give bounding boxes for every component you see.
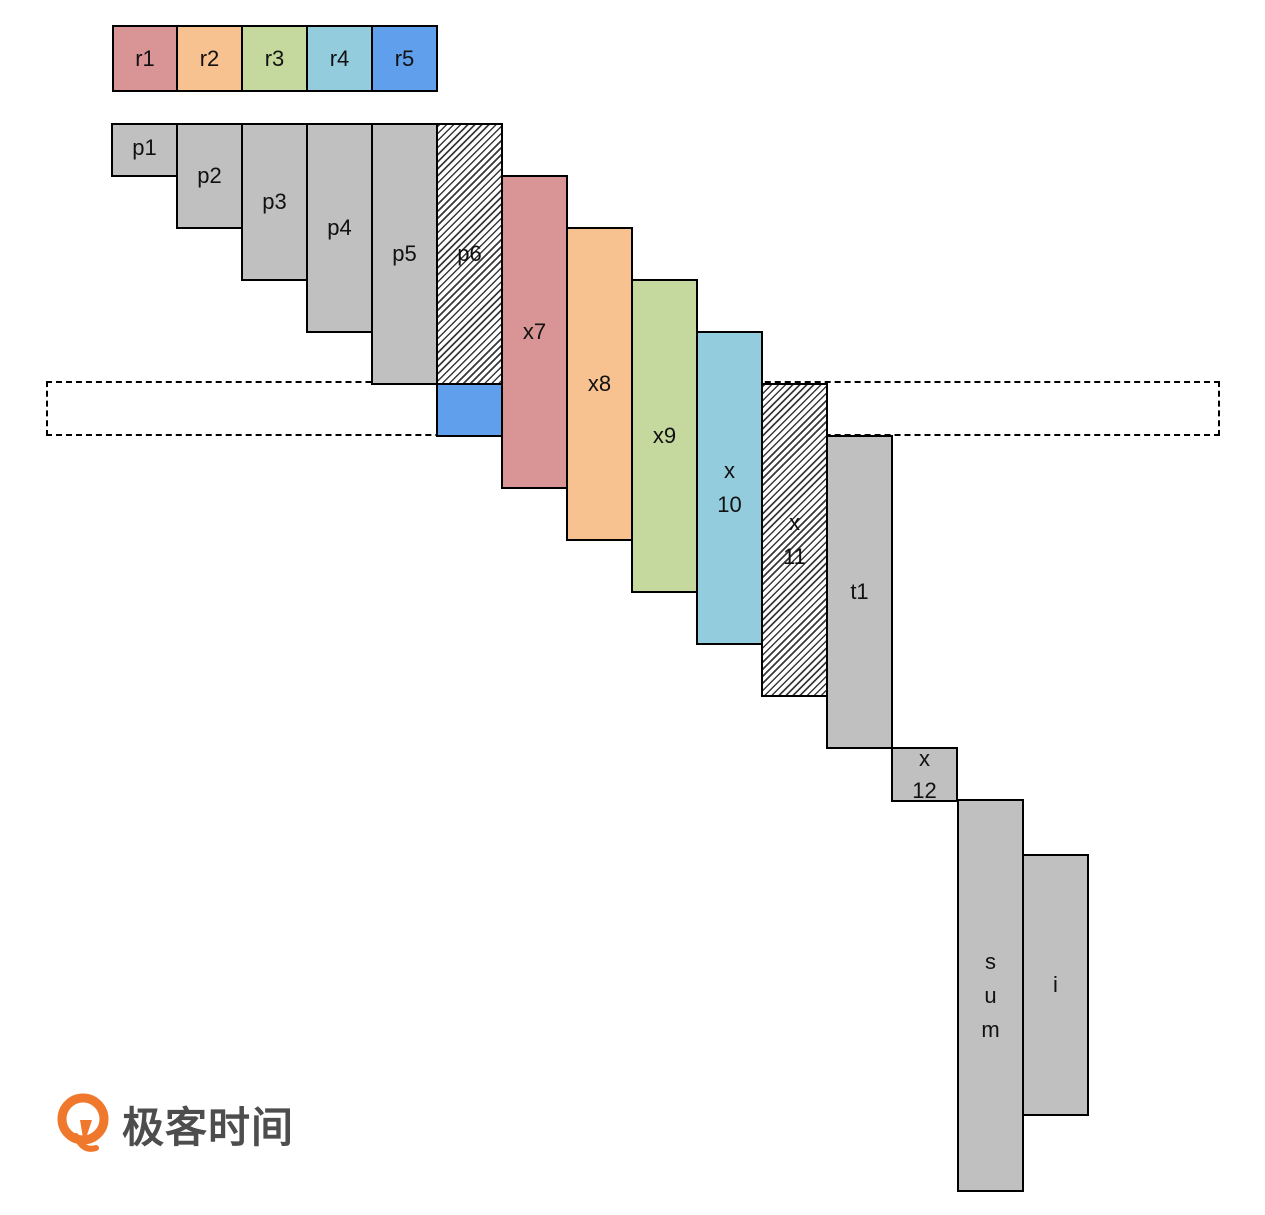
block-x10: x 10 [696, 331, 763, 645]
block-i: i [1022, 854, 1089, 1116]
block-sum: s u m [957, 799, 1024, 1192]
block-r5-slot [436, 383, 503, 437]
block-p1: p1 [111, 123, 178, 177]
brand-logo: 极客时间 [56, 1092, 294, 1156]
block-x11: x 11 [761, 383, 828, 697]
legend-r5: r5 [371, 25, 438, 92]
brand-name: 极客时间 [122, 1094, 294, 1155]
brand-q-icon [56, 1092, 114, 1156]
block-p5: p5 [371, 123, 438, 385]
block-p6: p6 [436, 123, 503, 385]
block-t1: t1 [826, 435, 893, 749]
block-x9: x9 [631, 279, 698, 593]
block-p4: p4 [306, 123, 373, 333]
legend-r2: r2 [176, 25, 243, 92]
legend-r4: r4 [306, 25, 373, 92]
block-x7: x7 [501, 175, 568, 489]
block-x12: x 12 [891, 747, 958, 802]
legend-r1: r1 [112, 25, 178, 92]
block-p2: p2 [176, 123, 243, 229]
block-p3: p3 [241, 123, 308, 281]
block-x8: x8 [566, 227, 633, 541]
legend-r3: r3 [241, 25, 308, 92]
